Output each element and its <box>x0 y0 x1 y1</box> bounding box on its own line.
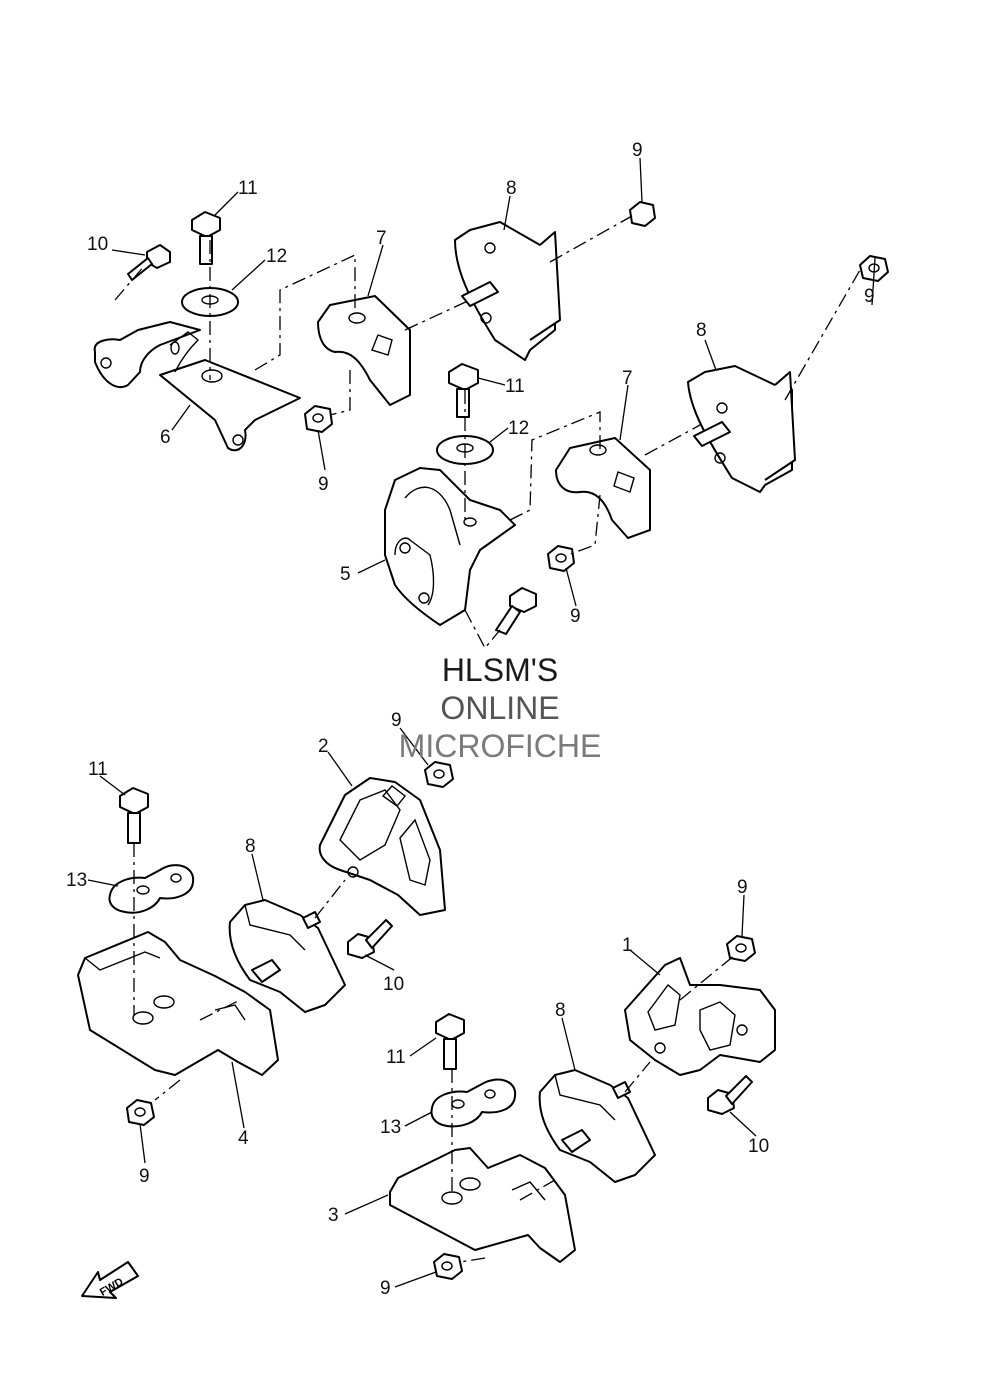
rubber-mount-8-middle[interactable] <box>687 365 796 493</box>
watermark-line-2: ONLINE <box>440 690 560 726</box>
callout-c11: 11 <box>88 759 108 780</box>
engine-bracket-6[interactable] <box>93 321 301 452</box>
watermark-line-3: MICROFICHE <box>398 728 602 764</box>
engine-bracket-1[interactable] <box>624 957 776 1076</box>
bolt-11-upper[interactable] <box>191 211 221 265</box>
rubber-mount-8-lower-left[interactable] <box>228 899 346 1013</box>
nut-9-lower-left-bottom[interactable] <box>126 1099 155 1126</box>
callout-b7: 7 <box>622 368 633 389</box>
bolt-10-upper[interactable] <box>127 244 171 281</box>
callout-c4: 4 <box>238 1128 249 1149</box>
rubber-mount-8-upper[interactable] <box>454 221 561 361</box>
callout-c2: 2 <box>318 736 329 757</box>
engine-bracket-3[interactable] <box>389 1147 576 1263</box>
callout-c9: 9 <box>391 710 402 731</box>
bolt-11-lower-left[interactable] <box>119 787 149 844</box>
bolt-10-lower-left[interactable] <box>347 919 393 959</box>
engine-bracket-4[interactable] <box>77 931 279 1076</box>
callout-d3: 3 <box>328 1205 339 1226</box>
callout-d9: 9 <box>737 877 748 898</box>
callout-d1: 1 <box>622 935 633 956</box>
callout-b5: 5 <box>340 564 351 585</box>
mount-group-middle <box>384 255 889 650</box>
callout-b8: 8 <box>696 320 707 341</box>
callout-b9b: 9 <box>570 606 581 627</box>
callout-a9b: 9 <box>318 474 329 495</box>
nut-9-upper-lower[interactable] <box>304 405 333 433</box>
callout-a12: 12 <box>266 246 287 267</box>
callout-a8: 8 <box>506 178 517 199</box>
nut-9-lower-right-top[interactable] <box>726 935 756 962</box>
engine-bracket-2[interactable] <box>318 777 446 916</box>
mount-group-lower-right <box>389 935 776 1280</box>
callout-d11: 11 <box>386 1047 406 1068</box>
callout-c8: 8 <box>245 836 256 857</box>
watermark-line-1: HLSM'S <box>441 652 559 688</box>
bolt-11-lower-right[interactable] <box>435 1013 465 1070</box>
callout-d13: 13 <box>380 1117 401 1138</box>
callout-a6: 6 <box>160 427 171 448</box>
callout-a9: 9 <box>632 140 643 161</box>
forward-direction-arrow: FWD <box>81 1261 139 1299</box>
nut-9-middle-lower[interactable] <box>547 545 575 572</box>
mount-group-upper-left <box>93 201 656 452</box>
callout-b11: 11 <box>505 376 525 397</box>
callout-d9b: 9 <box>380 1278 391 1299</box>
nut-9-upper-right[interactable] <box>629 201 656 227</box>
nut-9-lower-right-bottom[interactable] <box>433 1253 463 1280</box>
bolt-11-middle[interactable] <box>448 363 479 418</box>
callout-c9b: 9 <box>139 1166 150 1187</box>
callout-b12: 12 <box>508 418 529 439</box>
mount-bracket-7-upper[interactable] <box>317 295 411 406</box>
callout-a11: 11 <box>238 178 258 199</box>
mount-group-lower-left <box>77 761 454 1126</box>
engine-bracket-5[interactable] <box>384 467 516 626</box>
callout-b9: 9 <box>864 286 875 307</box>
callout-d8: 8 <box>555 1000 566 1021</box>
callout-labels: 9 11 10 12 8 7 6 9 9 8 11 7 12 5 9 9 2 1… <box>66 140 875 1299</box>
bolt-10-lower-right[interactable] <box>707 1075 753 1115</box>
callout-c13: 13 <box>66 870 87 891</box>
callout-a10: 10 <box>87 234 108 255</box>
washer-13-lower-left[interactable] <box>108 864 195 914</box>
mount-bracket-7-middle[interactable] <box>555 437 651 539</box>
nut-9-lower-left-top[interactable] <box>424 761 454 788</box>
rubber-mount-8-lower-right[interactable] <box>538 1069 656 1183</box>
callout-leaders <box>87 157 876 1288</box>
washer-13-lower-right[interactable] <box>430 1078 517 1128</box>
callout-c10: 10 <box>383 974 404 995</box>
callout-d10: 10 <box>748 1136 769 1157</box>
callout-a7: 7 <box>376 228 387 249</box>
bolt-middle-lower[interactable] <box>495 587 537 635</box>
